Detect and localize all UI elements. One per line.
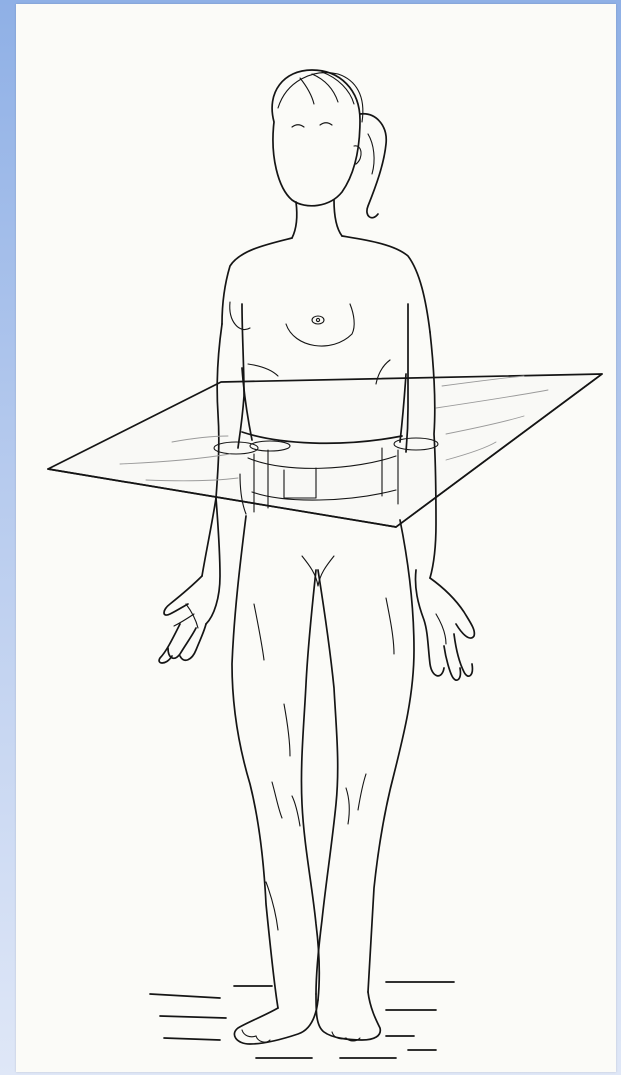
anatomical-figure-drawing — [16, 4, 616, 1072]
feet — [234, 992, 380, 1044]
floor-lines — [150, 982, 454, 1058]
right-hand — [415, 570, 474, 680]
legs — [232, 516, 414, 1008]
transverse-plane — [48, 374, 602, 527]
head — [272, 70, 386, 218]
illustration-paper — [16, 4, 616, 1072]
left-hand — [159, 498, 220, 663]
